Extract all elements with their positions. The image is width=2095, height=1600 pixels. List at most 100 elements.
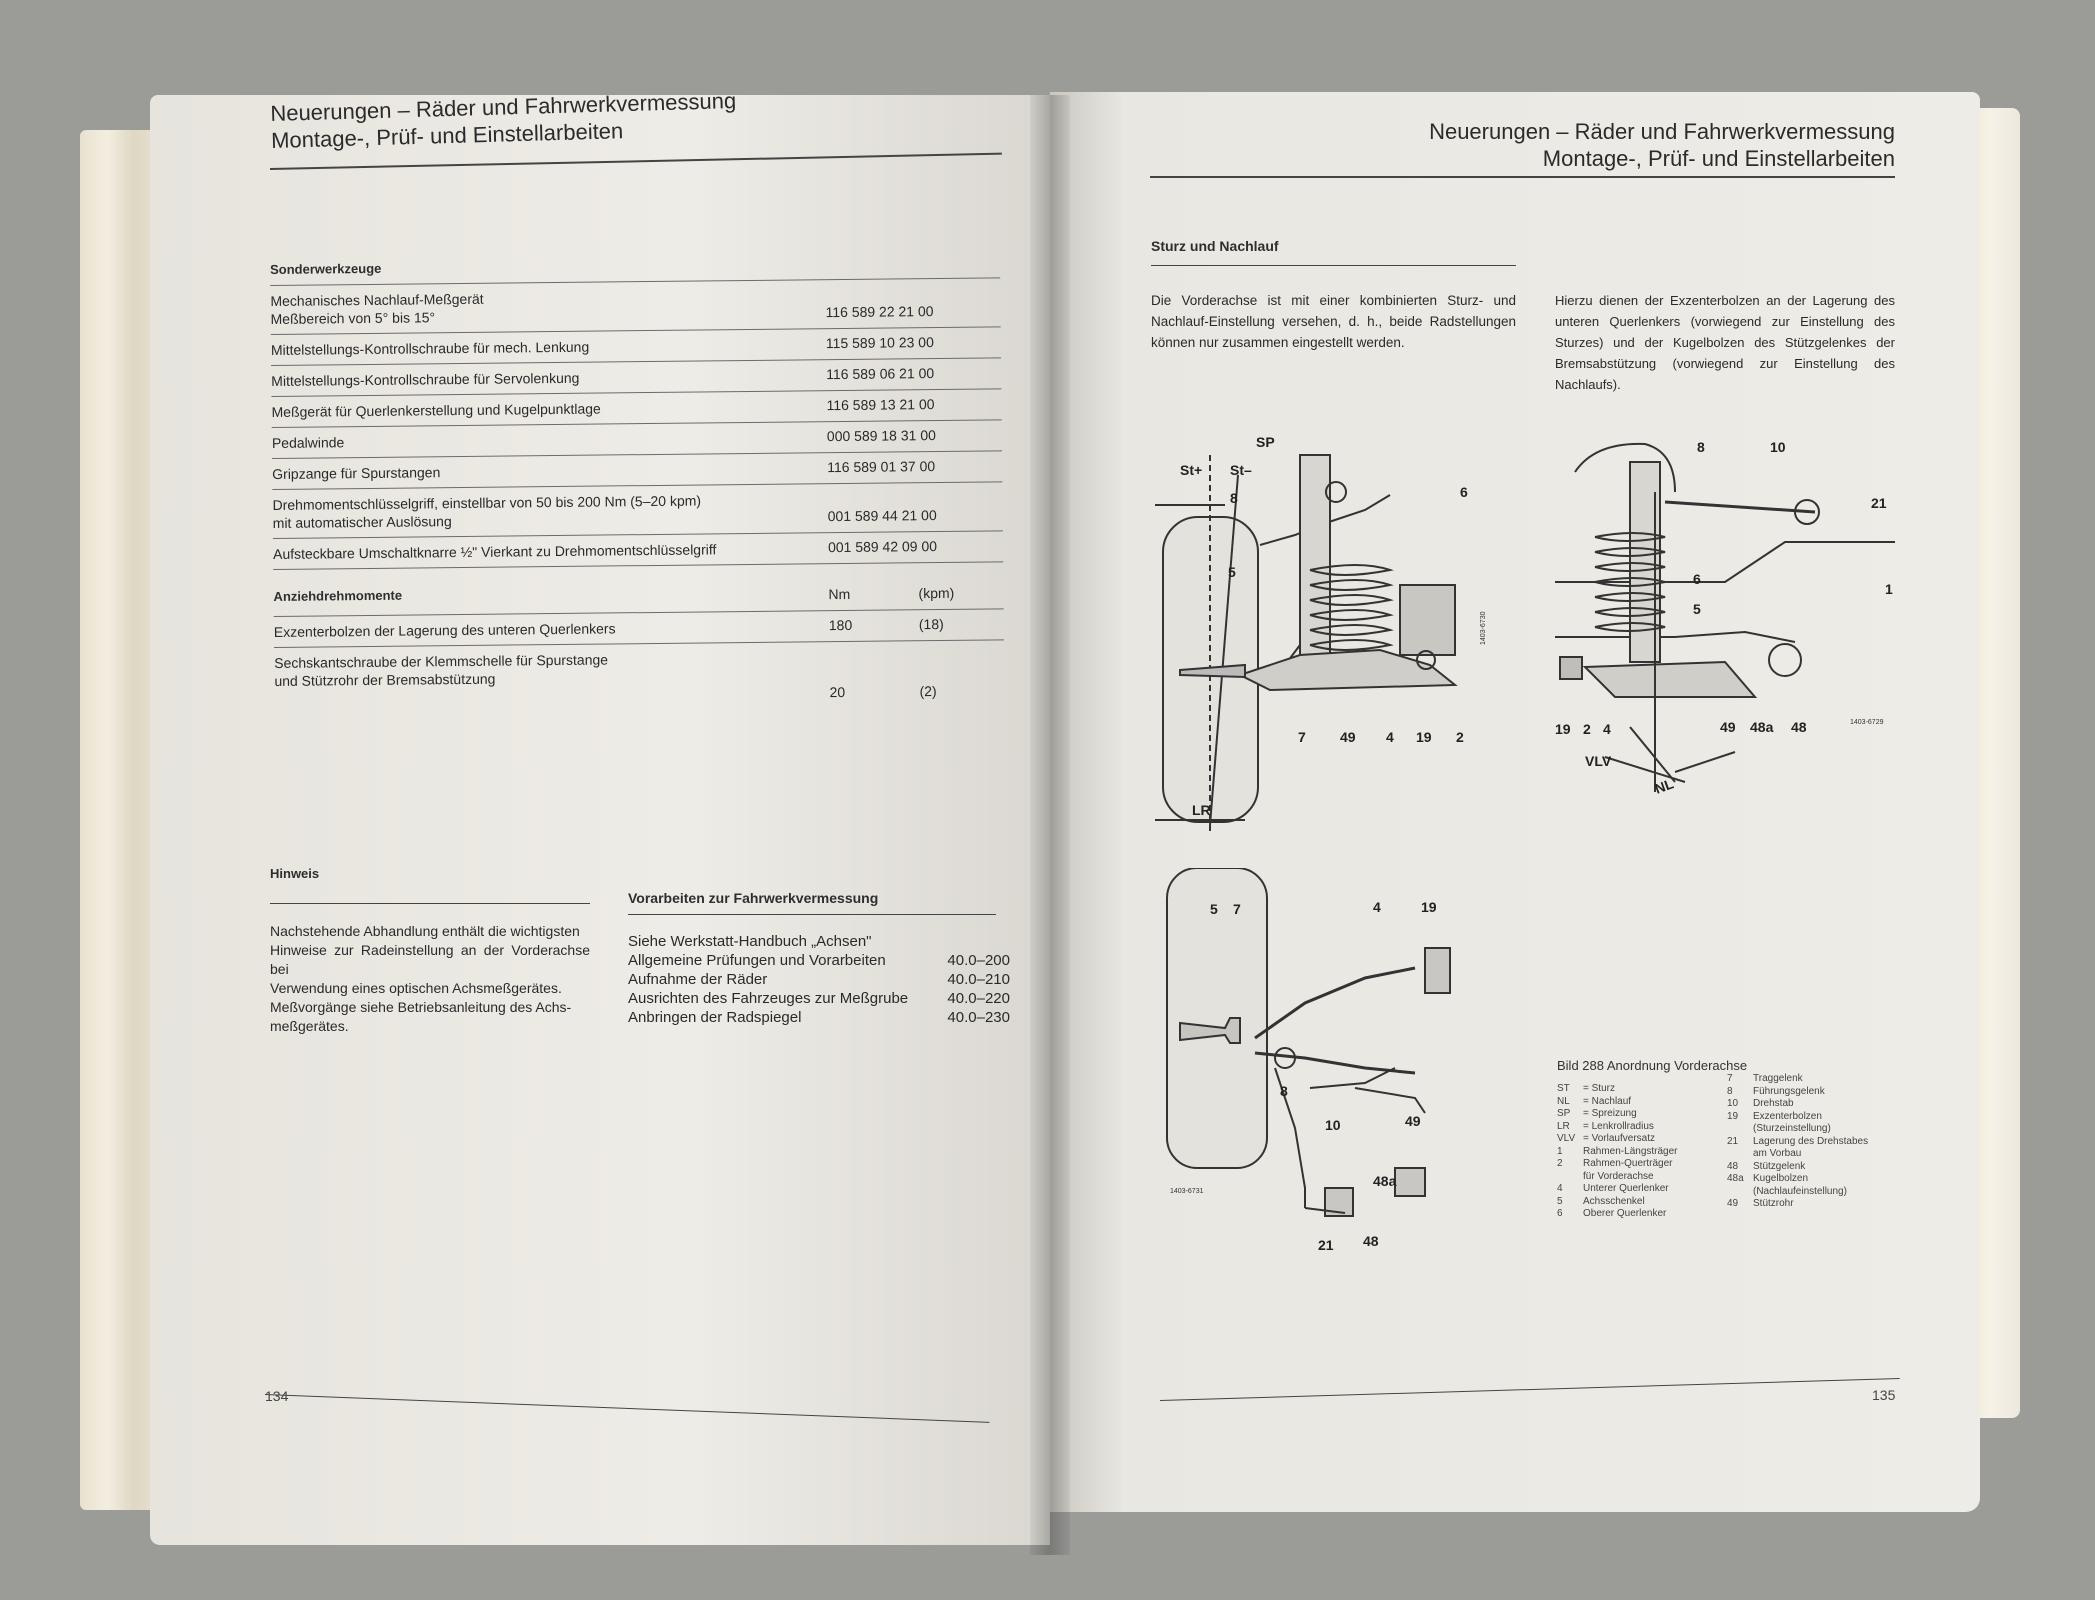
torque-nm: 180 [828,616,853,634]
label-21: 21 [1318,1237,1334,1253]
legend-key: 10 [1727,1098,1739,1109]
vorarbeit-label: Ausrichten des Fahrzeuges zur Meßgrube [628,990,909,1007]
page-number-right: 135 [1872,1387,1896,1403]
label-48: 48 [1363,1233,1379,1249]
tool-part-number: 115 589 10 23 00 [825,334,934,352]
tool-description: Gripzange für Spurstangen [272,460,792,483]
tool-description: Pedalwinde [272,429,792,452]
vorarbeit-ref: 40.0–200 [947,952,1010,969]
col-kpm: (kpm) [918,584,955,602]
tool-description: Mittelstellungs-Kontrollschraube für mec… [271,336,791,359]
torque-description: Sechskantschraube der Klemmschelle für S… [274,649,795,708]
hinweis-line: Meßvorgänge siehe Betriebsanleitung des … [270,999,572,1015]
legend-item: am Vorbau [1727,1148,1897,1161]
torque-kpm: (18) [918,615,944,633]
vorarbeit-ref: 40.0–220 [947,990,1010,1007]
legend-key: 8 [1727,1085,1733,1097]
tool-name: Mittelstellungs-Kontrollschraube für Ser… [271,369,580,389]
hinweis-title: Hinweis [270,866,320,881]
label-49: 49 [1340,729,1356,745]
header-line-1: Neuerungen – Räder und Fahrwerkvermessun… [1429,119,1895,144]
torques-title: Anziehdrehmomente [273,587,403,604]
legend-item: 49 Stützrohr [1727,1198,1897,1211]
page-number-left: 134 [265,1388,289,1404]
label-6: 6 [1693,571,1701,587]
legend-item: (Sturzeinstellung) [1727,1123,1897,1136]
legend-key: 2 [1557,1158,1563,1169]
legend-value: Drehstab [1753,1098,1794,1109]
legend-key [1727,1123,1753,1136]
legend-value: = Sturz [1583,1083,1615,1094]
label-st-minus: St– [1230,462,1252,478]
legend-value: Lagerung des Drehstabes [1753,1135,1869,1147]
tool-description: Drehmomentschlüsselgriff, einstellbar vo… [272,491,792,532]
diagram-front-view: SP St+ St– 8 6 5 7 49 4 19 2 LR 1403-673… [1155,434,1487,835]
tool-name: Pedalwinde [271,434,345,451]
legend-key: LR [1557,1120,1570,1132]
diagram-top-view: 5 7 4 19 8 10 49 48a 21 48 1403-6731 [1166,868,1451,1253]
hinweis-line: Nachstehende Abhandlung enthält die wich… [270,923,580,939]
diagram-side-view: 8 10 21 6 1 5 19 2 4 49 48a 48 VLV NL 14… [1555,439,1895,797]
label-7: 7 [1298,729,1306,745]
hinweis-rule [270,903,590,904]
legend-value: (Sturzeinstellung) [1753,1123,1831,1134]
book-gutter [1030,95,1070,1555]
legend-key: NL [1557,1095,1570,1107]
label-2: 2 [1456,729,1464,745]
label-1: 1 [1885,581,1893,597]
tool-part-number: 116 589 01 37 00 [827,458,936,476]
legend-key: 49 [1727,1198,1739,1209]
legend-key [1727,1148,1753,1161]
label-4: 4 [1373,899,1381,915]
label-8: 8 [1230,490,1238,506]
diagram-3-labels: 5 7 4 19 8 10 49 48a 21 48 1403-6731 [1170,899,1437,1253]
vorarbeit-label: Allgemeine Prüfungen und Vorarbeiten [628,952,886,969]
label-st-plus: St+ [1180,462,1202,478]
vorarbeit-row: Allgemeine Prüfungen und Vorarbeiten 40.0… [628,951,1010,970]
label-49: 49 [1720,719,1736,735]
figure-code-2: 1403-6729 [1850,719,1884,726]
label-10: 10 [1770,439,1786,455]
legend-key: 7 [1727,1073,1733,1084]
label-7: 7 [1233,901,1241,917]
legend-value: Stützrohr [1753,1198,1794,1209]
label-19: 19 [1416,729,1432,745]
tools-table: Sonderwerkzeuge Mechanisches Nachlauf-Me… [270,254,1005,714]
legend-key: 48a [1727,1173,1744,1184]
legend-value: = Nachlauf [1583,1095,1632,1107]
figure-code-1: 1403-6730 [1480,611,1487,645]
tool-part-number: 116 589 06 21 00 [826,365,935,383]
legend-value: Oberer Querlenker [1583,1208,1667,1219]
legend-item: für Vorderachse [1557,1171,1727,1184]
tool-part-number: 000 589 18 31 00 [826,427,936,445]
legend-item: SP= Spreizung [1557,1108,1727,1121]
label-10: 10 [1325,1117,1341,1133]
tool-description: Aufsteckbare Umschaltknarre ½" Vierkant … [273,540,793,563]
tool-part-number: 001 589 42 09 00 [827,538,938,556]
torque-name: Exzenterbolzen der Lagerung des unteren … [273,620,616,640]
label-4: 4 [1386,729,1394,745]
vorarbeit-row: Ausrichten des Fahrzeuges zur Meßgrube 40… [628,989,1010,1008]
label-6: 6 [1460,484,1468,500]
tool-name: Mittelstellungs-Kontrollschraube für mec… [270,338,590,358]
label-48a: 48a [1750,719,1774,735]
vorarbeiten-list: Siehe Werkstatt-Handbuch „Achsen" Allgem… [628,932,1010,1027]
label-48a: 48a [1373,1173,1397,1189]
label-21: 21 [1871,495,1887,511]
legend-key: 1 [1557,1145,1563,1157]
legend-value: Kugelbolzen [1753,1173,1809,1184]
vorarbeit-label: Anbringen der Radspiegel [628,1009,802,1026]
diagram-2-labels: 8 10 21 6 1 5 19 2 4 49 48a 48 VLV NL 14… [1555,439,1893,797]
hinweis-line: Verwendung eines optischen Achsmeßgeräte… [270,980,562,996]
